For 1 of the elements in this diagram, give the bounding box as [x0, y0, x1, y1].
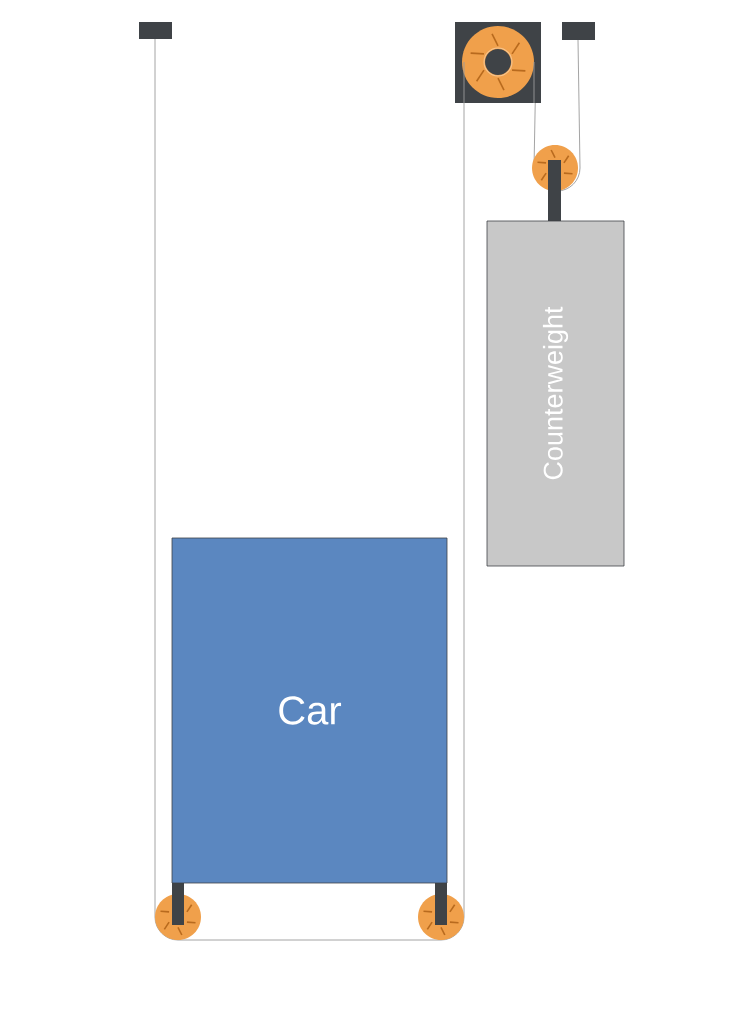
car-box: Car — [171, 537, 448, 884]
